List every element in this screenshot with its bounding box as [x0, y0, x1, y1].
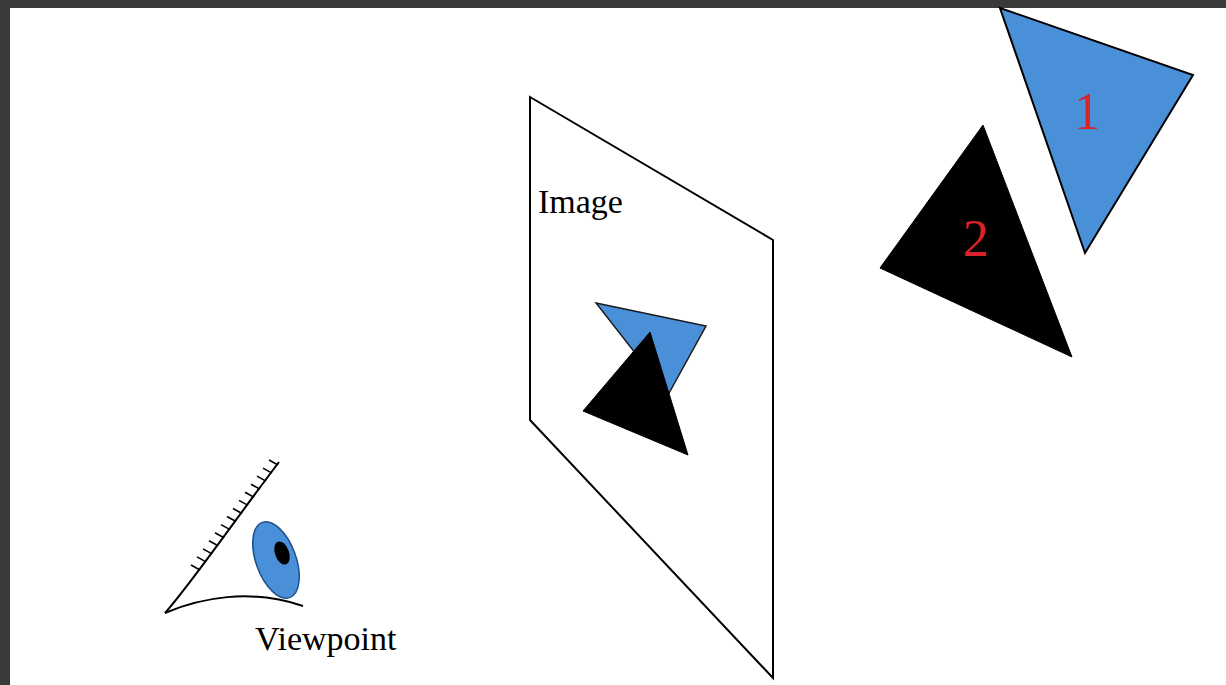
eyelash	[227, 517, 236, 522]
eyelash	[197, 557, 206, 562]
lower-eyelid	[165, 596, 303, 613]
triangle-1-shape	[1000, 8, 1193, 253]
triangle-2-shape	[880, 125, 1072, 357]
eyelash	[269, 460, 278, 465]
top-frame-band	[0, 0, 1226, 8]
eyelash	[263, 468, 272, 473]
viewpoint-label: Viewpoint	[255, 622, 397, 656]
projected-triangle-2	[583, 332, 688, 455]
eye-symbol	[165, 460, 308, 613]
eyelash	[191, 565, 200, 570]
eyelash	[209, 541, 218, 546]
eyelash	[257, 476, 266, 481]
iris	[244, 516, 309, 605]
eyelash	[203, 549, 212, 554]
eyelash	[245, 492, 254, 497]
triangle-number: 1	[1074, 86, 1100, 138]
eyelashes	[191, 460, 278, 570]
plane-label: Image	[538, 185, 623, 219]
pupil	[271, 539, 292, 566]
left-frame-band	[0, 0, 10, 685]
eyelash	[221, 525, 230, 530]
eyelash	[215, 533, 224, 538]
eyelash	[251, 484, 260, 489]
triangle-1: 1	[1000, 8, 1195, 255]
image-plane-outline	[530, 97, 773, 678]
image-plane: Image	[530, 97, 773, 678]
triangle-number: 2	[963, 213, 989, 265]
eyelash	[239, 500, 248, 505]
triangle-2: 2	[880, 125, 1074, 359]
eyelash	[233, 508, 242, 513]
